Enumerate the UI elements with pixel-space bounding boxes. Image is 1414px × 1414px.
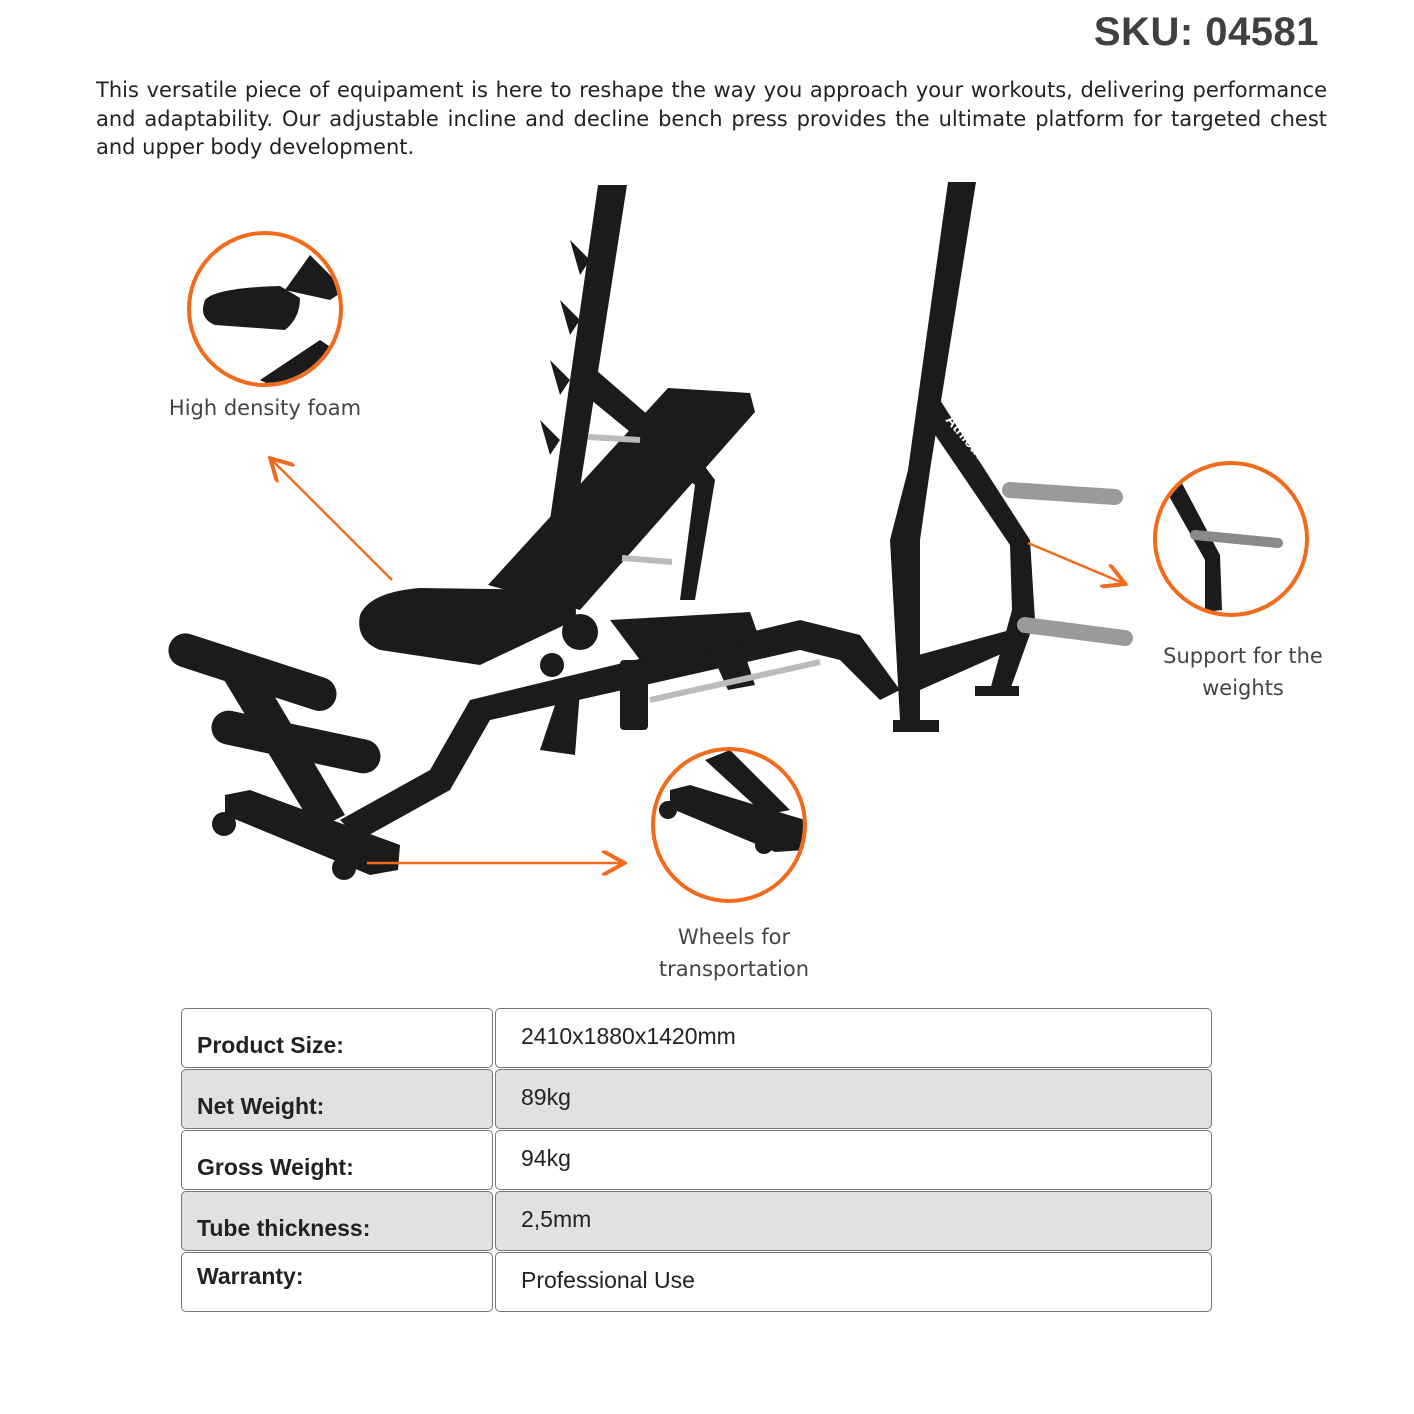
label-line: Support for the [1163,644,1323,668]
callout-wheels [651,747,807,903]
spec-value: Professional Use [521,1267,695,1293]
spec-key: Product Size: [197,1032,344,1058]
label-line: weights [1202,676,1284,700]
bench-frame [168,182,1035,880]
spec-row: Product Size: 2410x1880x1420mm [181,1008,1212,1069]
spec-value: 2410x1880x1420mm [521,1023,736,1049]
spec-key: Warranty: [197,1263,304,1289]
spec-key: Gross Weight: [197,1154,354,1180]
spec-key-cell: Net Weight: [181,1069,493,1129]
label-line: transportation [658,957,810,981]
specs-table: Product Size: 2410x1880x1420mm Net Weigh… [181,1008,1212,1313]
weight-horns [1002,482,1133,646]
product-description: This versatile piece of equipament is he… [96,78,1327,159]
callout-label-wheels: Wheels for transportation [624,921,844,985]
spec-key: Tube thickness: [197,1215,371,1241]
sku-label: SKU: 04581 [1093,10,1319,54]
spec-key-cell: Tube thickness: [181,1191,493,1251]
spec-value: 94kg [521,1145,571,1171]
spec-key-cell: Gross Weight: [181,1130,493,1190]
callout-weight-support [1153,461,1309,617]
product-illustration: Athletic [168,182,1309,903]
spec-key-cell: Product Size: [181,1008,493,1068]
callout-label-weight-support: Support for the weights [1133,640,1353,704]
spec-key-cell: Warranty: [181,1252,493,1312]
spec-row: Warranty: Professional Use [181,1252,1212,1313]
arrow-weight-support [1027,541,1123,583]
spec-row: Gross Weight: 94kg [181,1130,1212,1191]
label-line: Wheels for [677,925,791,949]
arrow-foam [272,460,393,581]
callout-foam [187,231,343,387]
spec-row: Tube thickness: 2,5mm [181,1191,1212,1252]
spec-value-cell: 94kg [495,1130,1212,1190]
spec-key: Net Weight: [197,1093,325,1119]
spec-value: 2,5mm [521,1206,592,1232]
spec-row: Net Weight: 89kg [181,1069,1212,1130]
spec-value-cell: 2410x1880x1420mm [495,1008,1212,1068]
spec-value-cell: Professional Use [495,1252,1212,1312]
spec-value-cell: 89kg [495,1069,1212,1129]
spec-value-cell: 2,5mm [495,1191,1212,1251]
callout-label-foam: High density foam [168,396,362,420]
spec-value: 89kg [521,1084,571,1110]
